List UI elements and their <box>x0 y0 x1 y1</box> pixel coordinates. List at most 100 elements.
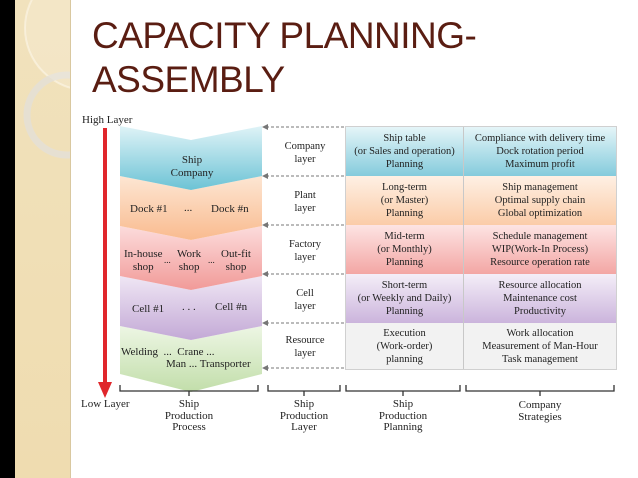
inhouse-shop-line-2: shop <box>132 260 154 273</box>
strategy-plant-line-3: Global optimization <box>497 208 583 219</box>
outfit-shop-label: Out-fit shop <box>221 248 251 273</box>
label-process-line-3: Process <box>172 421 206 433</box>
ship-company-label: Ship Company <box>156 154 228 179</box>
label-planning-line-2: Production <box>378 409 428 422</box>
planning-factory-line-3: Planning <box>385 257 424 268</box>
strategy-company-line-1: Compliance with delivery time <box>474 133 606 144</box>
strategy-plant-line-1: Ship management <box>502 182 578 193</box>
shop-ellipsis-1: ... <box>164 255 171 265</box>
table-row-resource-bg <box>346 323 616 369</box>
cell-first-label: Cell #1 <box>132 303 165 315</box>
label-ship-production-planning: Ship Production Planning <box>373 398 433 434</box>
layer-plant-line-1: Plant <box>294 189 316 201</box>
strategy-company-line-3: Maximum profit <box>505 159 575 170</box>
planning-cell-resource: Execution(Work-order)planning <box>346 323 463 369</box>
planning-resource-line-1: Execution <box>383 327 426 339</box>
label-ship-production-process: Ship Production Process <box>159 398 219 434</box>
table-row-company-bg <box>346 127 616 176</box>
strategy-resource-line-2: Measurement of Man-Hour <box>482 340 598 352</box>
resource-line-1: Welding ... Crane ... <box>121 346 215 358</box>
cell-last-label: Cell #n <box>215 301 248 313</box>
planning-strategy-table <box>345 126 617 370</box>
table-row-factory-bg <box>346 225 616 274</box>
label-ship-production-layer: Ship Production Layer <box>274 398 334 434</box>
planning-resource-line-3: planning <box>386 353 423 365</box>
planning-plant-line-3: Planning <box>385 208 424 219</box>
strategy-factory-line-3: Resource operation rate <box>490 257 590 268</box>
layer-company-line-2: layer <box>294 153 316 165</box>
planning-plant-line-1: Long-term <box>382 182 427 193</box>
planning-company-line-2: (or Sales and operation) <box>354 146 455 157</box>
planning-cell-line-3: Planning <box>385 306 424 317</box>
cell-ellipsis: . . . <box>182 301 196 313</box>
work-shop-label: Work shop <box>177 248 201 273</box>
work-shop-line-1: Work <box>177 248 202 260</box>
dock-ellipsis: ... <box>184 202 193 214</box>
label-strategies-line-1: Company <box>518 399 562 411</box>
dashed-arrows <box>262 124 346 371</box>
process-chevron-stack <box>120 126 262 392</box>
layer-plant-line-2: layer <box>294 202 316 214</box>
table-row-cell-bg <box>346 274 616 323</box>
decorative-rings-icon <box>23 0 70 159</box>
label-process-line-1: Ship <box>178 398 200 410</box>
inhouse-shop-label: In-house shop <box>124 248 163 273</box>
planning-plant-line-2: (or Master) <box>380 195 429 206</box>
table-row-plant-bg <box>346 176 616 225</box>
inhouse-shop-line-1: In-house <box>124 248 163 260</box>
high-layer-label: High Layer <box>82 114 133 126</box>
strategy-company-line-2: Dock rotation period <box>496 146 584 157</box>
left-border-strip <box>0 0 15 478</box>
planning-factory-line-1: Mid-term <box>384 231 425 242</box>
strategy-cell-line-2: Maintenance cost <box>503 293 577 304</box>
planning-cell-line-2: (or Weekly and Daily) <box>357 293 452 304</box>
planning-cell-plant: Long-term (or Master) Planning <box>346 176 463 225</box>
layer-cell-line-1: Cell <box>296 287 314 299</box>
label-layer-line-3: Layer <box>291 421 317 433</box>
planning-cell-cell: Short-term (or Weekly and Daily) Planning <box>346 274 463 323</box>
label-layer-line-2: Production <box>279 409 329 422</box>
strategy-factory-line-2: WIP(Work-In Process) <box>491 244 589 255</box>
slide-title-line-2: ASSEMBLY <box>92 59 285 100</box>
strategy-plant-line-2: Optimal supply chain <box>494 195 586 206</box>
shop-ellipsis-2: ... <box>208 255 215 265</box>
label-layer-line-1: Ship <box>293 398 315 410</box>
strategy-factory-line-1: Schedule management <box>492 231 588 242</box>
dock-first-label: Dock #1 <box>130 203 168 215</box>
label-process-line-2: Production <box>164 409 214 422</box>
planning-resource-line-2: (Work-order) <box>376 340 433 352</box>
planning-factory-line-2: (or Monthly) <box>377 244 432 255</box>
slide-title-line-1: CAPACITY PLANNING- <box>92 15 477 56</box>
ship-company-line-2: Company <box>170 166 214 179</box>
bottom-brackets <box>119 385 615 396</box>
layer-factory-line-2: layer <box>294 251 316 263</box>
strategy-resource-line-3: Task management <box>502 353 578 365</box>
label-planning-line-3: Planning <box>383 421 423 433</box>
strategy-resource-line-1: Work allocation <box>506 327 574 339</box>
layer-resource-line-2: layer <box>294 348 316 359</box>
planning-cell-line-1: Short-term <box>381 280 428 291</box>
label-planning-line-1: Ship <box>392 398 414 410</box>
ship-company-line-1: Ship <box>181 154 203 166</box>
resource-line-2: Man ... Transporter <box>166 358 251 370</box>
dock-last-label: Dock #n <box>211 203 249 215</box>
slide-title: CAPACITY PLANNING- ASSEMBLY <box>92 14 477 102</box>
planning-cell-company: Ship table(or Sales and operation)Planni… <box>346 127 463 176</box>
strategy-cell-line-3: Productivity <box>514 306 566 317</box>
label-company-strategies: Company Strategies <box>510 399 570 423</box>
outfit-shop-line-2: shop <box>225 260 247 273</box>
planning-cell-factory: Mid-term (or Monthly) Planning <box>346 225 463 274</box>
layer-factory-line-1: Factory <box>288 238 322 250</box>
layer-company-line-1: Company <box>284 140 326 152</box>
label-strategies-line-2: Strategies <box>518 410 562 423</box>
table-column-divider <box>463 127 464 369</box>
layer-resource-line-1: Resource <box>285 335 325 346</box>
